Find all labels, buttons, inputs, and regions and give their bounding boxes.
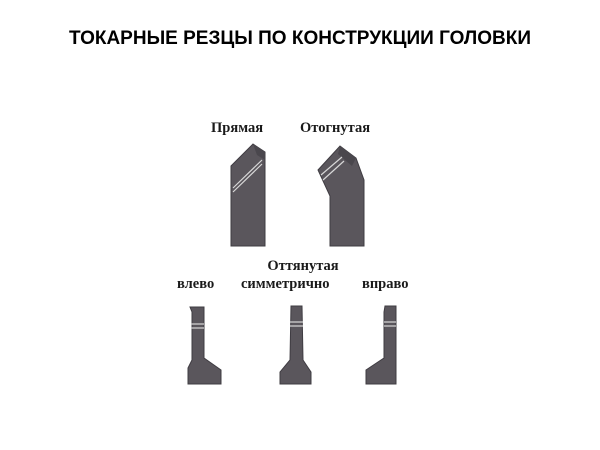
straight-tool [230,143,266,247]
label-straight-head: Прямая [211,120,264,136]
label-left: влево [177,276,215,292]
page-title: ТОКАРНЫЕ РЕЗЦЫ ПО КОНСТРУКЦИИ ГОЛОВКИ [68,28,532,49]
label-drawn-head-line2: симметрично [241,276,330,292]
drawn-left-tool [187,306,222,385]
drawn-symmetric-tool [279,305,312,385]
drawn-right-tool [365,305,397,385]
label-drawn-head-line1: Оттянутая [267,258,339,274]
label-right: вправо [362,276,409,292]
label-bent-head: Отогнутая [300,120,371,136]
bent-tool [317,145,365,247]
